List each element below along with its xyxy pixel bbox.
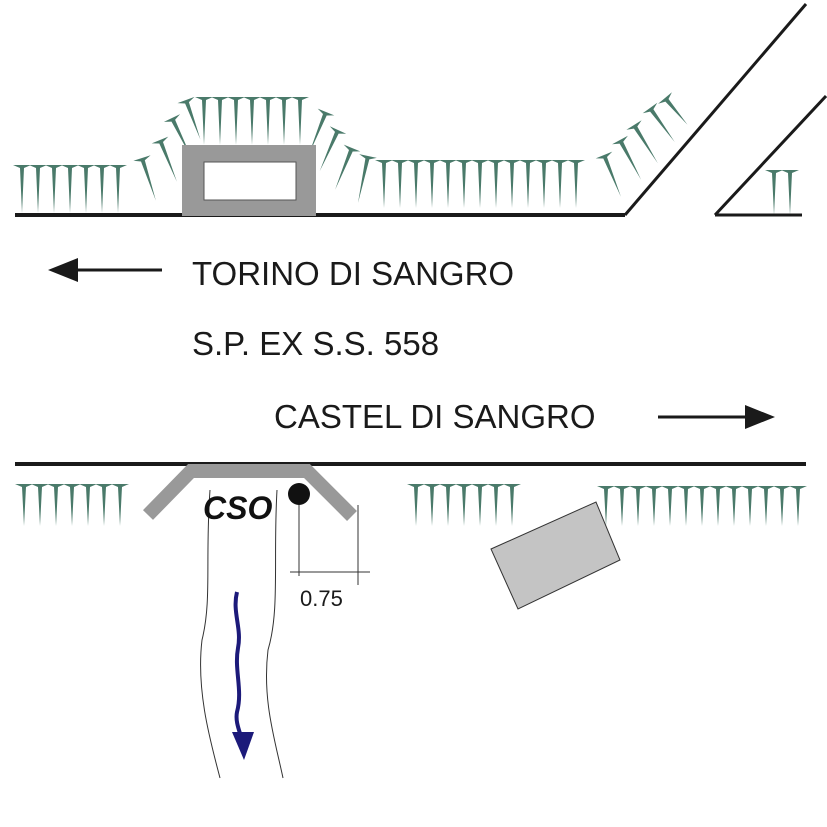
vegetation-spike: [335, 144, 361, 190]
dimension-marker: [290, 505, 370, 585]
vegetation-spike: [725, 486, 743, 526]
vegetation-spike: [535, 160, 553, 208]
vegetation-spike: [15, 484, 33, 526]
vegetation-spike: [375, 160, 393, 208]
label-road: S.P. EX S.S. 558: [192, 325, 439, 362]
vegetation-spike: [31, 484, 49, 526]
vegetation-spike: [629, 486, 647, 526]
vegetation-spike: [567, 160, 585, 208]
channel-bank-right: [265, 489, 284, 779]
vegetation-spike: [423, 484, 441, 526]
vegetation-spike: [109, 165, 127, 213]
vegetation-spike: [407, 160, 425, 208]
vegetation-spike: [661, 486, 679, 526]
vegetation-spike: [551, 160, 569, 208]
vegetation-spike: [439, 484, 457, 526]
vegetation-spike: [765, 170, 783, 215]
culvert-opening: [203, 161, 297, 201]
vegetation-spike: [677, 486, 695, 526]
vegetation-spike: [642, 102, 675, 142]
vegetation-spike: [693, 486, 711, 526]
vegetation-spike: [471, 484, 489, 526]
vegetation-spike: [227, 97, 245, 145]
vegetation-spike: [319, 126, 347, 172]
vegetation-spike: [626, 120, 658, 164]
vegetation: [13, 92, 807, 526]
vegetation-spike: [455, 484, 473, 526]
vegetation-spike: [658, 92, 688, 125]
tank-box: [490, 501, 621, 610]
ramp-line: [623, 3, 808, 216]
vegetation-spike: [77, 165, 95, 213]
vegetation-spike: [503, 160, 521, 208]
label-cso: CSO: [203, 490, 272, 526]
vegetation-spike: [61, 165, 79, 213]
vegetation-spike: [709, 486, 727, 526]
vegetation-spike: [471, 160, 489, 208]
vegetation-spike: [93, 165, 111, 213]
vegetation-spike: [13, 165, 31, 213]
vegetation-spike: [781, 170, 799, 215]
flow-direction-arrow: [232, 591, 254, 760]
vegetation-spike: [195, 97, 213, 145]
west-arrow: [48, 258, 162, 282]
outfall-headwall: [142, 464, 357, 521]
vegetation-spike: [519, 160, 537, 208]
vegetation-spike: [645, 486, 663, 526]
vegetation-spike: [773, 486, 791, 526]
vegetation-spike: [291, 97, 309, 145]
vegetation-spike: [275, 97, 293, 145]
vegetation-spike: [741, 486, 759, 526]
vegetation-spike: [789, 486, 807, 526]
vegetation-spike: [391, 160, 409, 208]
vegetation-spike: [211, 97, 229, 145]
vegetation-spike: [487, 484, 505, 526]
vegetation-spike: [439, 160, 457, 208]
vegetation-spike: [407, 484, 425, 526]
east-arrow: [658, 405, 775, 429]
vegetation-spike: [597, 486, 615, 526]
vegetation-spike: [177, 96, 201, 140]
vegetation-spike: [63, 484, 81, 526]
vegetation-spike: [503, 484, 521, 526]
vegetation-spike: [243, 97, 261, 145]
label-castel: CASTEL DI SANGRO: [274, 398, 596, 435]
label-distance: 0.75: [300, 586, 343, 611]
vegetation-spike: [133, 155, 156, 201]
north-embankment: [15, 3, 827, 217]
culvert-structure: [182, 145, 316, 216]
vegetation-spike: [423, 160, 441, 208]
ramp-line-2: [713, 94, 827, 217]
vegetation-spike: [111, 484, 129, 526]
vegetation-spike: [47, 484, 65, 526]
vegetation-spike: [455, 160, 473, 208]
vegetation-spike: [259, 97, 277, 145]
channel-bank-left: [200, 489, 221, 779]
vegetation-spike: [613, 486, 631, 526]
label-torino: TORINO DI SANGRO: [192, 255, 514, 292]
vegetation-spike: [757, 486, 775, 526]
vegetation-spike: [151, 136, 177, 182]
vegetation-spike: [45, 165, 63, 213]
vegetation-spike: [95, 484, 113, 526]
vegetation-spike: [487, 160, 505, 208]
vegetation-spike: [358, 154, 377, 203]
vegetation-spike: [612, 135, 642, 180]
vegetation-spike: [79, 484, 97, 526]
cso-point-marker: [288, 483, 310, 505]
vegetation-spike: [595, 151, 621, 197]
vegetation-spike: [29, 165, 47, 213]
